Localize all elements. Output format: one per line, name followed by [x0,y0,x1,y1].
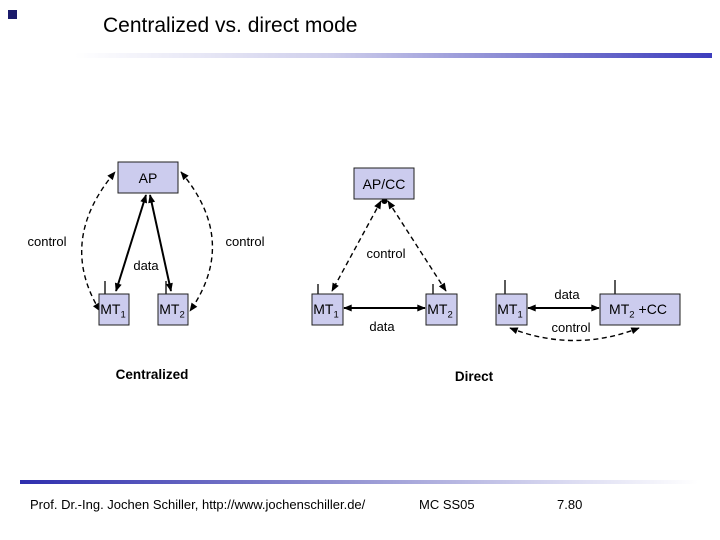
footer-course: MC SS05 [419,497,475,512]
mt2-box-label: MT2 [159,301,185,321]
centralized-diagram: AP MT1 MT2 control control data Centrali… [27,161,265,382]
centralized-caption: Centralized [116,367,189,382]
control-arc-left [81,171,116,312]
footer-author: Prof. Dr.-Ing. Jochen Schiller, http://w… [30,497,366,512]
corner-decoration-square [8,10,17,19]
ap-box [117,161,179,194]
data-arrow-ap-mt1 [114,194,148,292]
mt1-box-label: MT1 [313,301,339,321]
mt2-box [425,293,458,326]
control-label-left: control [27,234,66,249]
apcc-diagram: AP/CC MT1 MT2 control data [311,167,458,334]
mt1-box [495,293,528,326]
control-arc-right [180,171,214,312]
footer-page-number: 7.80 [557,497,583,512]
control-label: control [551,320,590,335]
mt1-box [311,293,344,326]
data-label: data [133,258,159,273]
ap-box-label: AP [139,170,158,186]
mt2-box-label: MT2 [427,301,453,321]
mt1-box-label: MT1 [100,301,126,321]
control-label: control [366,246,405,261]
footer-accent-bar [20,480,712,484]
mt1-box-label: MT1 [497,301,523,321]
direct-caption: Direct [455,369,494,384]
header-accent-bar [75,53,712,58]
mt1-box [98,293,130,326]
control-label-right: control [225,234,264,249]
apcc-box [353,167,415,200]
mt2-box [157,293,189,326]
slide-title: Centralized vs. direct mode [103,14,358,37]
mt2cc-box-label: MT2+CC [609,301,667,321]
data-label: data [369,319,395,334]
direct-diagram: MT1 MT2+CC data control Direct [455,280,681,384]
data-arrow-ap-mt2 [148,194,173,292]
data-label: data [554,287,580,302]
mt2cc-box [599,293,681,326]
control-arrow-apcc-mt1 [331,200,382,292]
control-arrow-apcc-mt2 [387,200,447,292]
apcc-box-label: AP/CC [363,176,406,192]
